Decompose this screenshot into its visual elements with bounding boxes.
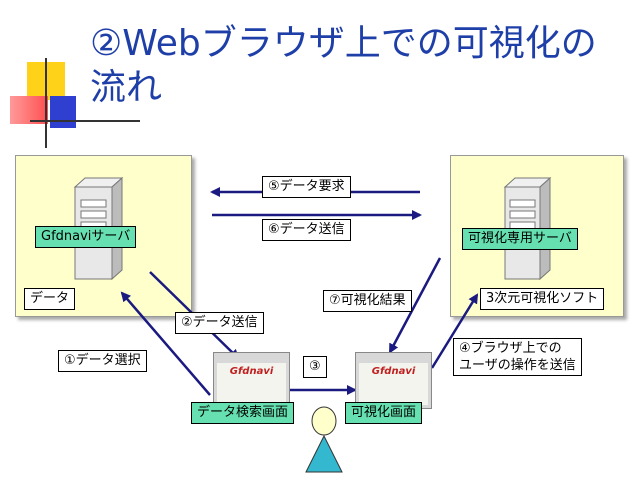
gfdnavi-logo: Gfdnavi (371, 366, 416, 377)
data-label: データ (24, 288, 76, 310)
search-screen-thumbnail: Gfdnavi (213, 352, 290, 409)
step3-label: ③ (303, 356, 327, 378)
search-screen-label: データ検索画面 (191, 402, 295, 424)
page-title: ②Webブラウザ上での可視化の 流れ (90, 22, 630, 110)
step6-label: ⑥データ送信 (262, 219, 351, 241)
user-figure (305, 406, 343, 473)
step4-line-2: ユーザの操作を送信 (459, 358, 576, 373)
step7-label: ⑦可視化結果 (323, 290, 412, 312)
decor-blue-square (50, 96, 76, 128)
viz-screen-thumbnail: Gfdnavi (355, 352, 432, 409)
arrow-user-ops (430, 293, 479, 369)
decor-red-square (10, 96, 48, 124)
step1-label: ①データ選択 (58, 350, 147, 372)
decor-hline (30, 120, 140, 122)
gfdnavi-server-label: Gfdnaviサーバ (35, 226, 137, 248)
step2-label: ②データ送信 (175, 312, 264, 334)
decor-vline (45, 58, 47, 148)
title-line-2: 流れ (90, 67, 163, 108)
title-line-1: ②Webブラウザ上での可視化の (90, 23, 597, 64)
gfdnavi-logo: Gfdnavi (229, 366, 274, 377)
arrow-viz-result (388, 257, 442, 354)
step5-label: ⑤データ要求 (262, 176, 351, 198)
step4-line-1: ④ブラウザ上での (459, 341, 562, 356)
viz-server-label: 可視化専用サーバ (462, 228, 578, 250)
viz-screen-label: 可視化画面 (345, 402, 423, 424)
step4-label: ④ブラウザ上での ユーザの操作を送信 (453, 338, 582, 376)
arrow-data-select (120, 291, 211, 396)
3d-software-label: 3次元可視化ソフト (480, 288, 605, 310)
